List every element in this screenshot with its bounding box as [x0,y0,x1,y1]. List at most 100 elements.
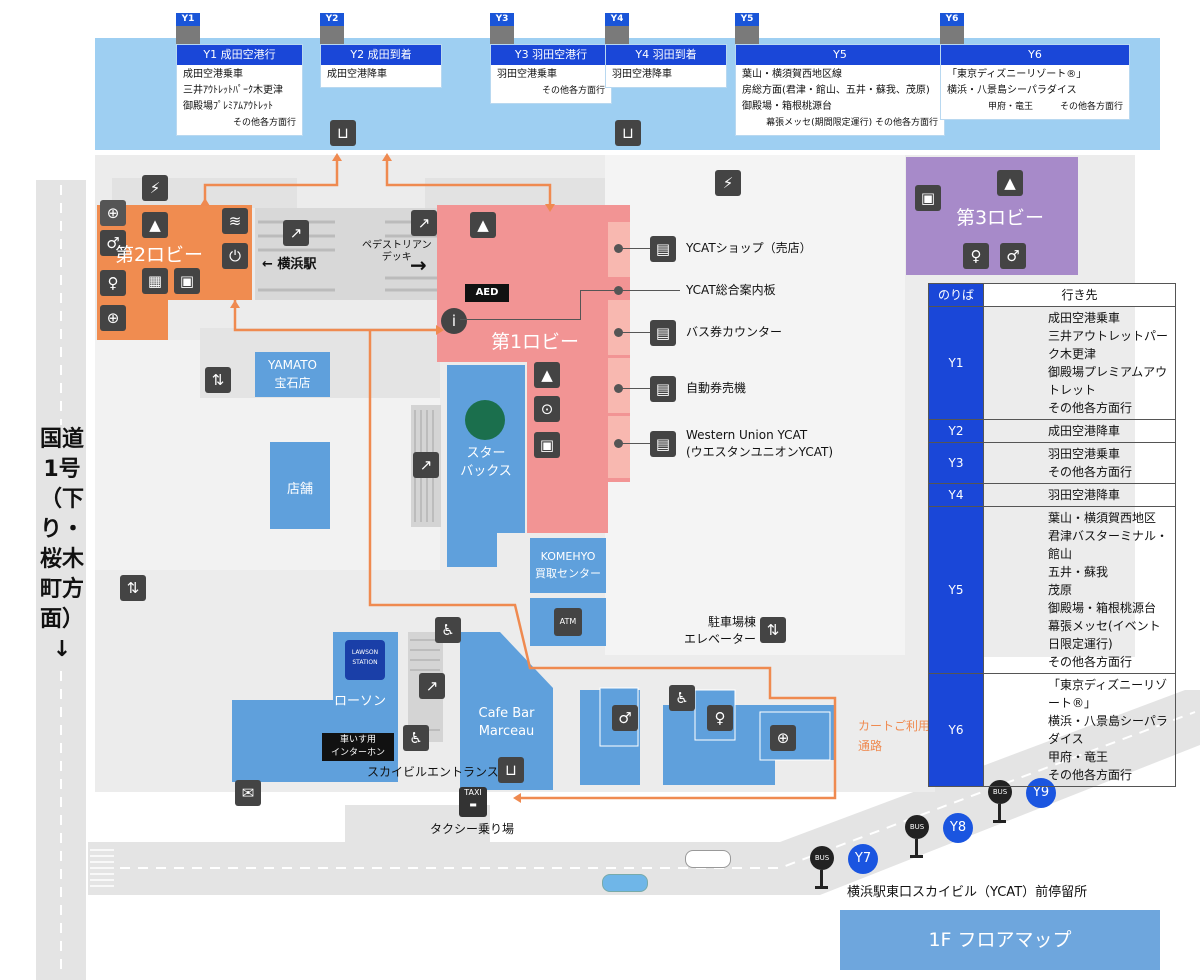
male-restroom-icon: ♂ [100,230,126,256]
legend-destination: 御殿場・箱根桃源台 [1048,601,1157,615]
signal-icon: ⊙ [534,396,560,422]
deck-arrow-icon: → [410,253,427,277]
starbucks-label: スター バックス [460,446,512,479]
female-restroom-icon: ♀ [963,243,989,269]
cafe-shop [460,632,553,790]
bay-tag: Y4 [605,13,629,26]
legend-destinations: 羽田空港乗車その他各方面行 [983,442,1176,484]
legend-code: Y6 [928,673,984,787]
bay-header: Y6 [941,45,1129,65]
pedestrian-deck-label: ペデストリアン デッキ [362,240,432,263]
bay-card: Y6「東京ディズニーリゾート®」横浜・八景島シーパラダイス甲府・竜王 その他各方… [940,44,1130,120]
info-leader [460,319,581,320]
facility-dot [614,328,623,337]
escalator-icon: ↗ [413,452,439,478]
tenpo-shop [270,442,330,529]
road-label: 国道1号（下り・桜木町方面）↓ [40,425,84,665]
facility-dot [614,384,623,393]
atm-icon: ATM [554,608,582,636]
elevator-icon: ⇅ [760,617,786,643]
lobby3-label: 第3ロビー [955,207,1045,229]
cart-icon: ⊔ [615,120,641,146]
bay-header: Y5 [736,45,944,65]
parking-elevator-label: 駐車場棟 エレベーター [684,615,757,646]
baby-care-icon: ⊕ [100,305,126,331]
facility-leader [622,388,650,389]
legend-destination: 葉山・横須賀西地区 [1048,511,1157,525]
legend-code: Y5 [928,506,984,674]
bay-destination: 葉山・横須賀西地区線 [742,69,842,80]
locker-icon: ▦ [142,268,168,294]
facility-label: Western Union YCAT (ウエスタンユニオンYCAT) [686,428,834,459]
wheelchair-icon: ♿ [403,725,429,751]
bay-note: 甲府・竜王 その他各方面行 [987,102,1123,112]
facility-label: バス券カウンター [686,325,783,339]
facility-label: YCATショップ（売店） [686,241,812,255]
shop-icon: ▤ [650,236,676,262]
escalator-icon: ↗ [419,673,445,699]
bay-note: 幕張メッセ(期間限定運行) その他各方面行 [766,118,938,128]
legend-destination: 「東京ディズニーリゾート®」 [1048,678,1168,710]
bay-destination: 三井ｱｳﾄﾚｯﾄﾊﾟｰｸ木更津 [183,85,283,96]
legend-code: Y2 [928,419,984,443]
bay-tag: Y3 [490,13,514,26]
mail-icon: ✉ [235,780,261,806]
luggage-icon: ▣ [174,268,200,294]
bay-destination: 御殿場ﾌﾟﾚﾐｱﾑｱｳﾄﾚｯﾄ [183,101,273,112]
facility-label: YCAT総合案内板 [686,283,776,297]
bay-card: Y4 羽田到着羽田空港降車 [605,44,727,88]
legend-destination: 三井アウトレットパーク木更津 [1048,329,1169,361]
legend-destination: 成田空港乗車 [1048,311,1121,325]
tenpo-label: 店舗 [286,482,313,497]
bus-stop-pole [820,870,823,888]
legend-destination: 君津バスターミナル・館山 [1048,529,1169,561]
bay-tag: Y1 [176,13,200,26]
starbucks-logo [465,400,505,440]
female-restroom-icon: ♀ [707,705,733,731]
bus-stop-base [910,855,923,858]
skybuil-entrance-label: スカイビルエントランス [367,765,499,779]
info-icon: i [441,308,467,334]
legend-header-platform: のりば [928,283,984,307]
male-restroom-icon: ♂ [612,705,638,731]
legend-row: Y6「東京ディズニーリゾート®」横浜・八景島シーパラダイス甲府・竜王その他各方面… [928,673,1176,787]
info-leader [580,290,680,291]
baby-care-icon: ⊕ [770,725,796,751]
legend-destination: 五井・蘇我 [1048,565,1109,579]
yokohama-station-label: ← 横浜駅 [262,257,317,272]
floor-title: 1F フロアマップ [840,910,1160,970]
cart-icon: ⊔ [330,120,356,146]
legend-destination: 茂原 [1048,583,1073,597]
lobby1-label: 第1ロビー [490,331,580,353]
bay-tag: Y6 [940,13,964,26]
legend-destinations: 葉山・横須賀西地区君津バスターミナル・館山五井・蘇我茂原御殿場・箱根桃源台幕張メ… [983,506,1176,674]
ticket-counter-icon: ▤ [650,320,676,346]
smoking-icon: ⚡ [715,170,741,196]
bay-destination: 羽田空港降車 [612,69,672,80]
bay-card: Y2 成田到着成田空港降車 [320,44,442,88]
legend-destination: その他各方面行 [1048,401,1133,415]
facility-label: 自動券売機 [686,381,747,395]
bay-destination: 「東京ディズニーリゾート®」 [947,69,1087,80]
legend-destination: その他各方面行 [1048,768,1133,782]
bay-header: Y4 羽田到着 [606,45,726,65]
elevator-icon: ⇅ [120,575,146,601]
komehyo-shop [530,538,606,593]
male-restroom-icon: ♂ [1000,243,1026,269]
western-union-icon: ▤ [650,431,676,457]
bay-tag: Y5 [735,13,759,26]
power-outlet-icon: ⏻ [222,243,248,269]
bus-stop-base [815,886,828,889]
car-icon [685,850,731,868]
legend-code: Y1 [928,306,984,420]
luggage-icon: ▣ [534,432,560,458]
bay-tag: Y2 [320,13,344,26]
legend-destination: 羽田空港降車 [1048,488,1121,502]
taxi-stand-label: タクシー乗り場 [430,822,515,836]
fire-extinguisher-icon: ▲ [534,362,560,388]
bus-stop-base [993,820,1006,823]
luggage-icon: ▣ [915,185,941,211]
